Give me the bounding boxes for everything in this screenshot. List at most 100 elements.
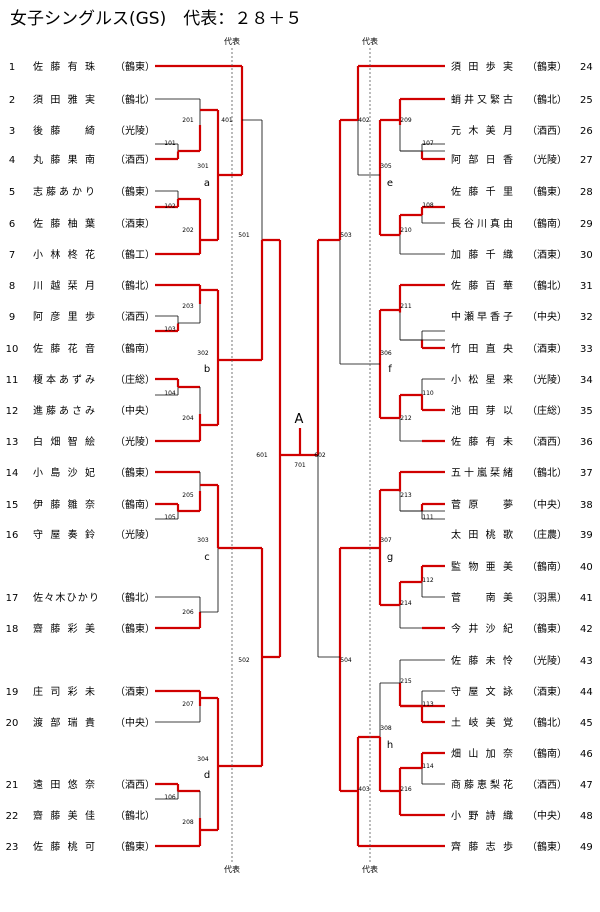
player-club: （鶴東） [527,840,567,853]
player-number: 1 [9,62,15,73]
match-number: 602 [314,452,326,459]
match-number: 205 [182,492,194,499]
player-name: 小松星来 [451,373,513,386]
player-name: 佐藤有珠 [33,60,95,73]
player-number: 30 [580,250,593,261]
player-name: 蛸井又緊古 [451,93,513,106]
match-number: 306 [380,350,392,357]
match-number: 203 [182,303,194,310]
player-club: （光陵） [527,654,567,667]
player-name: 商藤恵梨花 [451,778,513,791]
player-club: （光陵） [527,373,567,386]
player-name: 志藤あかり [33,185,95,198]
player-number: 40 [580,562,593,573]
player-number: 43 [580,656,593,667]
match-number: 214 [400,600,412,607]
player-name: 須田歩実 [451,60,513,73]
player-club: （鶴工） [115,248,155,261]
player-number: 37 [580,468,593,479]
player-name: 守屋奏鈴 [33,528,95,541]
match-number: 101 [164,140,176,147]
match-number: 111 [422,514,434,521]
daihyo-label: 代表 [362,864,378,874]
player-club: （鶴北） [527,466,567,479]
daihyo-label: 代表 [362,36,378,46]
player-name: 佐藤柚葉 [33,217,95,230]
player-number: 16 [6,530,19,541]
player-club: （中央） [527,498,567,511]
player-name: 小野詩織 [451,809,513,822]
player-name: 菅 南美 [451,591,513,604]
page-title: 女子シングルス(GS) 代表：２８＋５ [10,9,303,29]
player-name: 遠田悠奈 [33,778,95,791]
player-number: 32 [580,312,593,323]
player-club: （酒西） [527,779,567,791]
player-number: 49 [580,842,593,853]
player-club: （羽黒） [527,592,567,604]
match-number: 211 [400,303,412,310]
player-number: 36 [580,437,593,448]
match-number: 216 [400,786,412,793]
player-club: （酒西） [527,436,567,448]
match-number: 201 [182,117,194,124]
player-name: 白畑智絵 [33,435,95,448]
player-name: 丸藤果南 [33,153,95,166]
player-club: （鶴東） [115,840,155,853]
match-number: 106 [164,794,176,801]
player-club: （庄総） [527,404,567,417]
player-name: 竹田直央 [451,342,513,355]
match-number: 113 [422,701,434,708]
player-number: 5 [9,187,15,198]
player-club: （中央） [115,404,155,417]
match-number: 107 [422,140,434,147]
player-number: 27 [580,155,593,166]
player-name: 佐藤花音 [33,342,95,355]
player-number: 20 [6,718,19,729]
match-number: 307 [380,537,392,544]
match-number: 206 [182,609,194,616]
player-club: （鶴南） [527,217,567,230]
group-label: d [204,770,210,781]
player-name: 今井沙紀 [451,622,513,635]
player-club: （鶴北） [115,809,155,822]
player-name: 川越栞月 [33,279,95,292]
match-number: 110 [422,390,434,397]
group-label: a [204,178,210,189]
player-name: 佐藤千里 [451,186,513,198]
player-club: （鶴東） [115,185,155,198]
match-number: 207 [182,701,194,708]
player-number: 3 [9,126,15,137]
player-number: 34 [580,375,593,386]
player-name: 齋藤彩美 [33,622,95,635]
player-club: （鶴東） [527,622,567,635]
final-label: A [295,412,304,427]
player-number: 48 [580,811,593,822]
match-number: 105 [164,514,176,521]
player-name: 須田雅実 [33,93,95,106]
player-name: 阿部日香 [451,153,513,166]
match-number: 215 [400,678,412,685]
player-name: 元木美月 [451,124,513,137]
player-club: （庄農） [527,528,567,541]
player-number: 4 [9,155,15,166]
match-number: 114 [422,763,434,770]
match-number: 503 [340,232,352,239]
player-club: （鶴南） [115,342,155,355]
match-number: 502 [238,657,250,664]
match-number: 210 [400,227,412,234]
player-club: （光陵） [115,124,155,137]
player-club: （酒西） [115,779,155,791]
player-club: （鶴南） [115,498,155,511]
match-number: 601 [256,452,268,459]
player-name: 阿彦里歩 [33,310,95,323]
player-name: 監物亜美 [451,560,513,573]
player-name: 伊藤雛奈 [33,498,95,511]
player-name: 五十嵐栞緒 [451,466,513,479]
match-number: 301 [197,163,209,170]
player-name: 齊藤志歩 [451,840,513,853]
player-club: （鶴北） [527,716,567,729]
player-number: 10 [6,344,19,355]
player-number: 29 [580,219,593,230]
player-club: （鶴北） [115,279,155,292]
match-number: 701 [294,462,306,469]
